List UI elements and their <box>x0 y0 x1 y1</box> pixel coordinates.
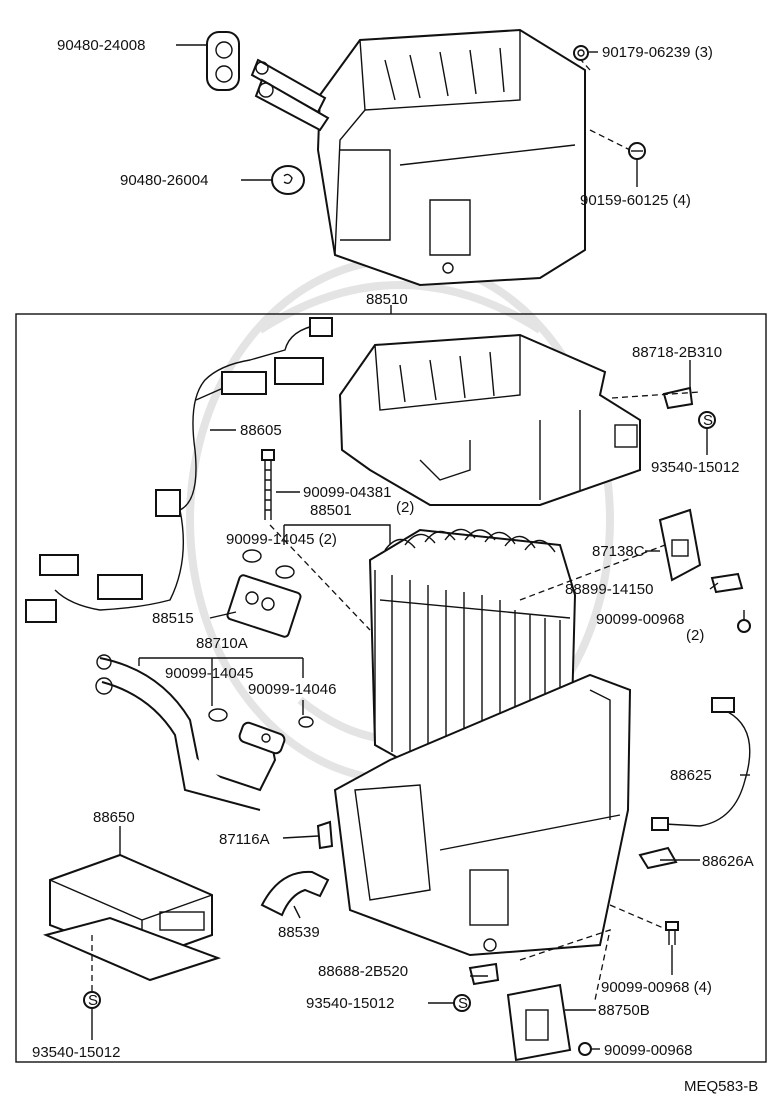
callout-90099-04381-qty: (2) <box>396 499 414 516</box>
callout-88515: 88515 <box>152 610 194 627</box>
callout-88539: 88539 <box>278 924 320 941</box>
callout-93540-15012-mid: 93540-15012 <box>306 995 394 1012</box>
callout-87116a: 87116A <box>219 831 270 848</box>
clip-88718-2b310 <box>662 386 694 410</box>
wire-harness-88605 <box>25 317 333 623</box>
thermistor-88625 <box>651 697 751 831</box>
callout-90099-00968-a: 90099-00968 <box>596 611 684 628</box>
assembled-cooling-unit <box>250 28 586 287</box>
screw-90099-00968-b <box>665 921 679 945</box>
clip-87116a <box>316 820 334 850</box>
grommet-90480-24008 <box>206 31 240 91</box>
callout-88501: 88501 <box>310 502 352 519</box>
callout-88625: 88625 <box>670 767 712 784</box>
pipe-assembly-88710a <box>95 654 286 811</box>
washer-93540-15012-top: S <box>698 411 716 429</box>
callout-87138c: 87138C <box>592 543 645 560</box>
callout-88688-2b520: 88688-2B520 <box>318 963 408 980</box>
callout-88510: 88510 <box>366 291 408 308</box>
svg-text:S: S <box>458 995 468 1012</box>
leader-lines <box>91 44 750 1050</box>
upper-case <box>338 333 641 506</box>
svg-text:S: S <box>88 992 98 1009</box>
callout-88899-14150: 88899-14150 <box>565 581 653 598</box>
callout-88718-2b310: 88718-2B310 <box>632 344 722 361</box>
callout-90099-14045: 90099-14045 <box>165 665 253 682</box>
callout-90099-00968-c: 90099-00968 <box>604 1042 692 1059</box>
drain-88750b <box>506 983 572 1062</box>
hose-88539 <box>260 870 330 917</box>
callout-88605: 88605 <box>240 422 282 439</box>
clip-88899-14150 <box>710 572 744 594</box>
clamp-88626a <box>638 846 678 870</box>
grommet-90480-26004 <box>271 165 305 195</box>
clip-90179-06239 <box>573 45 589 61</box>
washer-93540-15012-bottom: S <box>83 991 101 1009</box>
screw-90159-60125 <box>628 142 646 160</box>
callout-90099-00968-b: 90099-00968 (4) <box>601 979 712 996</box>
bracket-87138c <box>658 508 702 582</box>
callout-88750b: 88750B <box>598 1002 650 1019</box>
screw-90099-00968-c <box>578 1042 592 1056</box>
amplifier-88650 <box>42 853 222 982</box>
callout-90099-04381: 90099-04381 <box>303 484 391 501</box>
lower-case <box>333 673 632 957</box>
callout-90480-26004: 90480-26004 <box>120 172 208 189</box>
diagram-reference-code: MEQ583-B <box>684 1078 758 1095</box>
svg-text:S: S <box>703 412 713 429</box>
bolt-90099-04381 <box>261 449 275 520</box>
callout-90159-60125: 90159-60125 (4) <box>580 192 691 209</box>
clip-88688-2b520 <box>468 962 500 986</box>
screw-90099-00968-a <box>737 619 751 633</box>
callout-90179-06239: 90179-06239 (3) <box>602 44 713 61</box>
callout-88650: 88650 <box>93 809 135 826</box>
callout-90480-24008: 90480-24008 <box>57 37 145 54</box>
callout-93540-15012-top: 93540-15012 <box>651 459 739 476</box>
expansion-valve-88515 <box>226 574 302 638</box>
callout-88710a: 88710A <box>196 635 248 652</box>
callout-90099-00968-a-qty: (2) <box>686 627 704 644</box>
callout-90099-14045-2: 90099-14045 (2) <box>226 531 337 548</box>
callout-88626a: 88626A <box>702 853 754 870</box>
washer-93540-15012-mid: S <box>453 994 471 1012</box>
o-rings <box>208 549 314 728</box>
callout-labels: 90480-24008 90179-06239 (3) 90480-26004 … <box>32 37 758 1095</box>
callout-90099-14046: 90099-14046 <box>248 681 336 698</box>
callout-93540-15012-bottom: 93540-15012 <box>32 1044 120 1061</box>
